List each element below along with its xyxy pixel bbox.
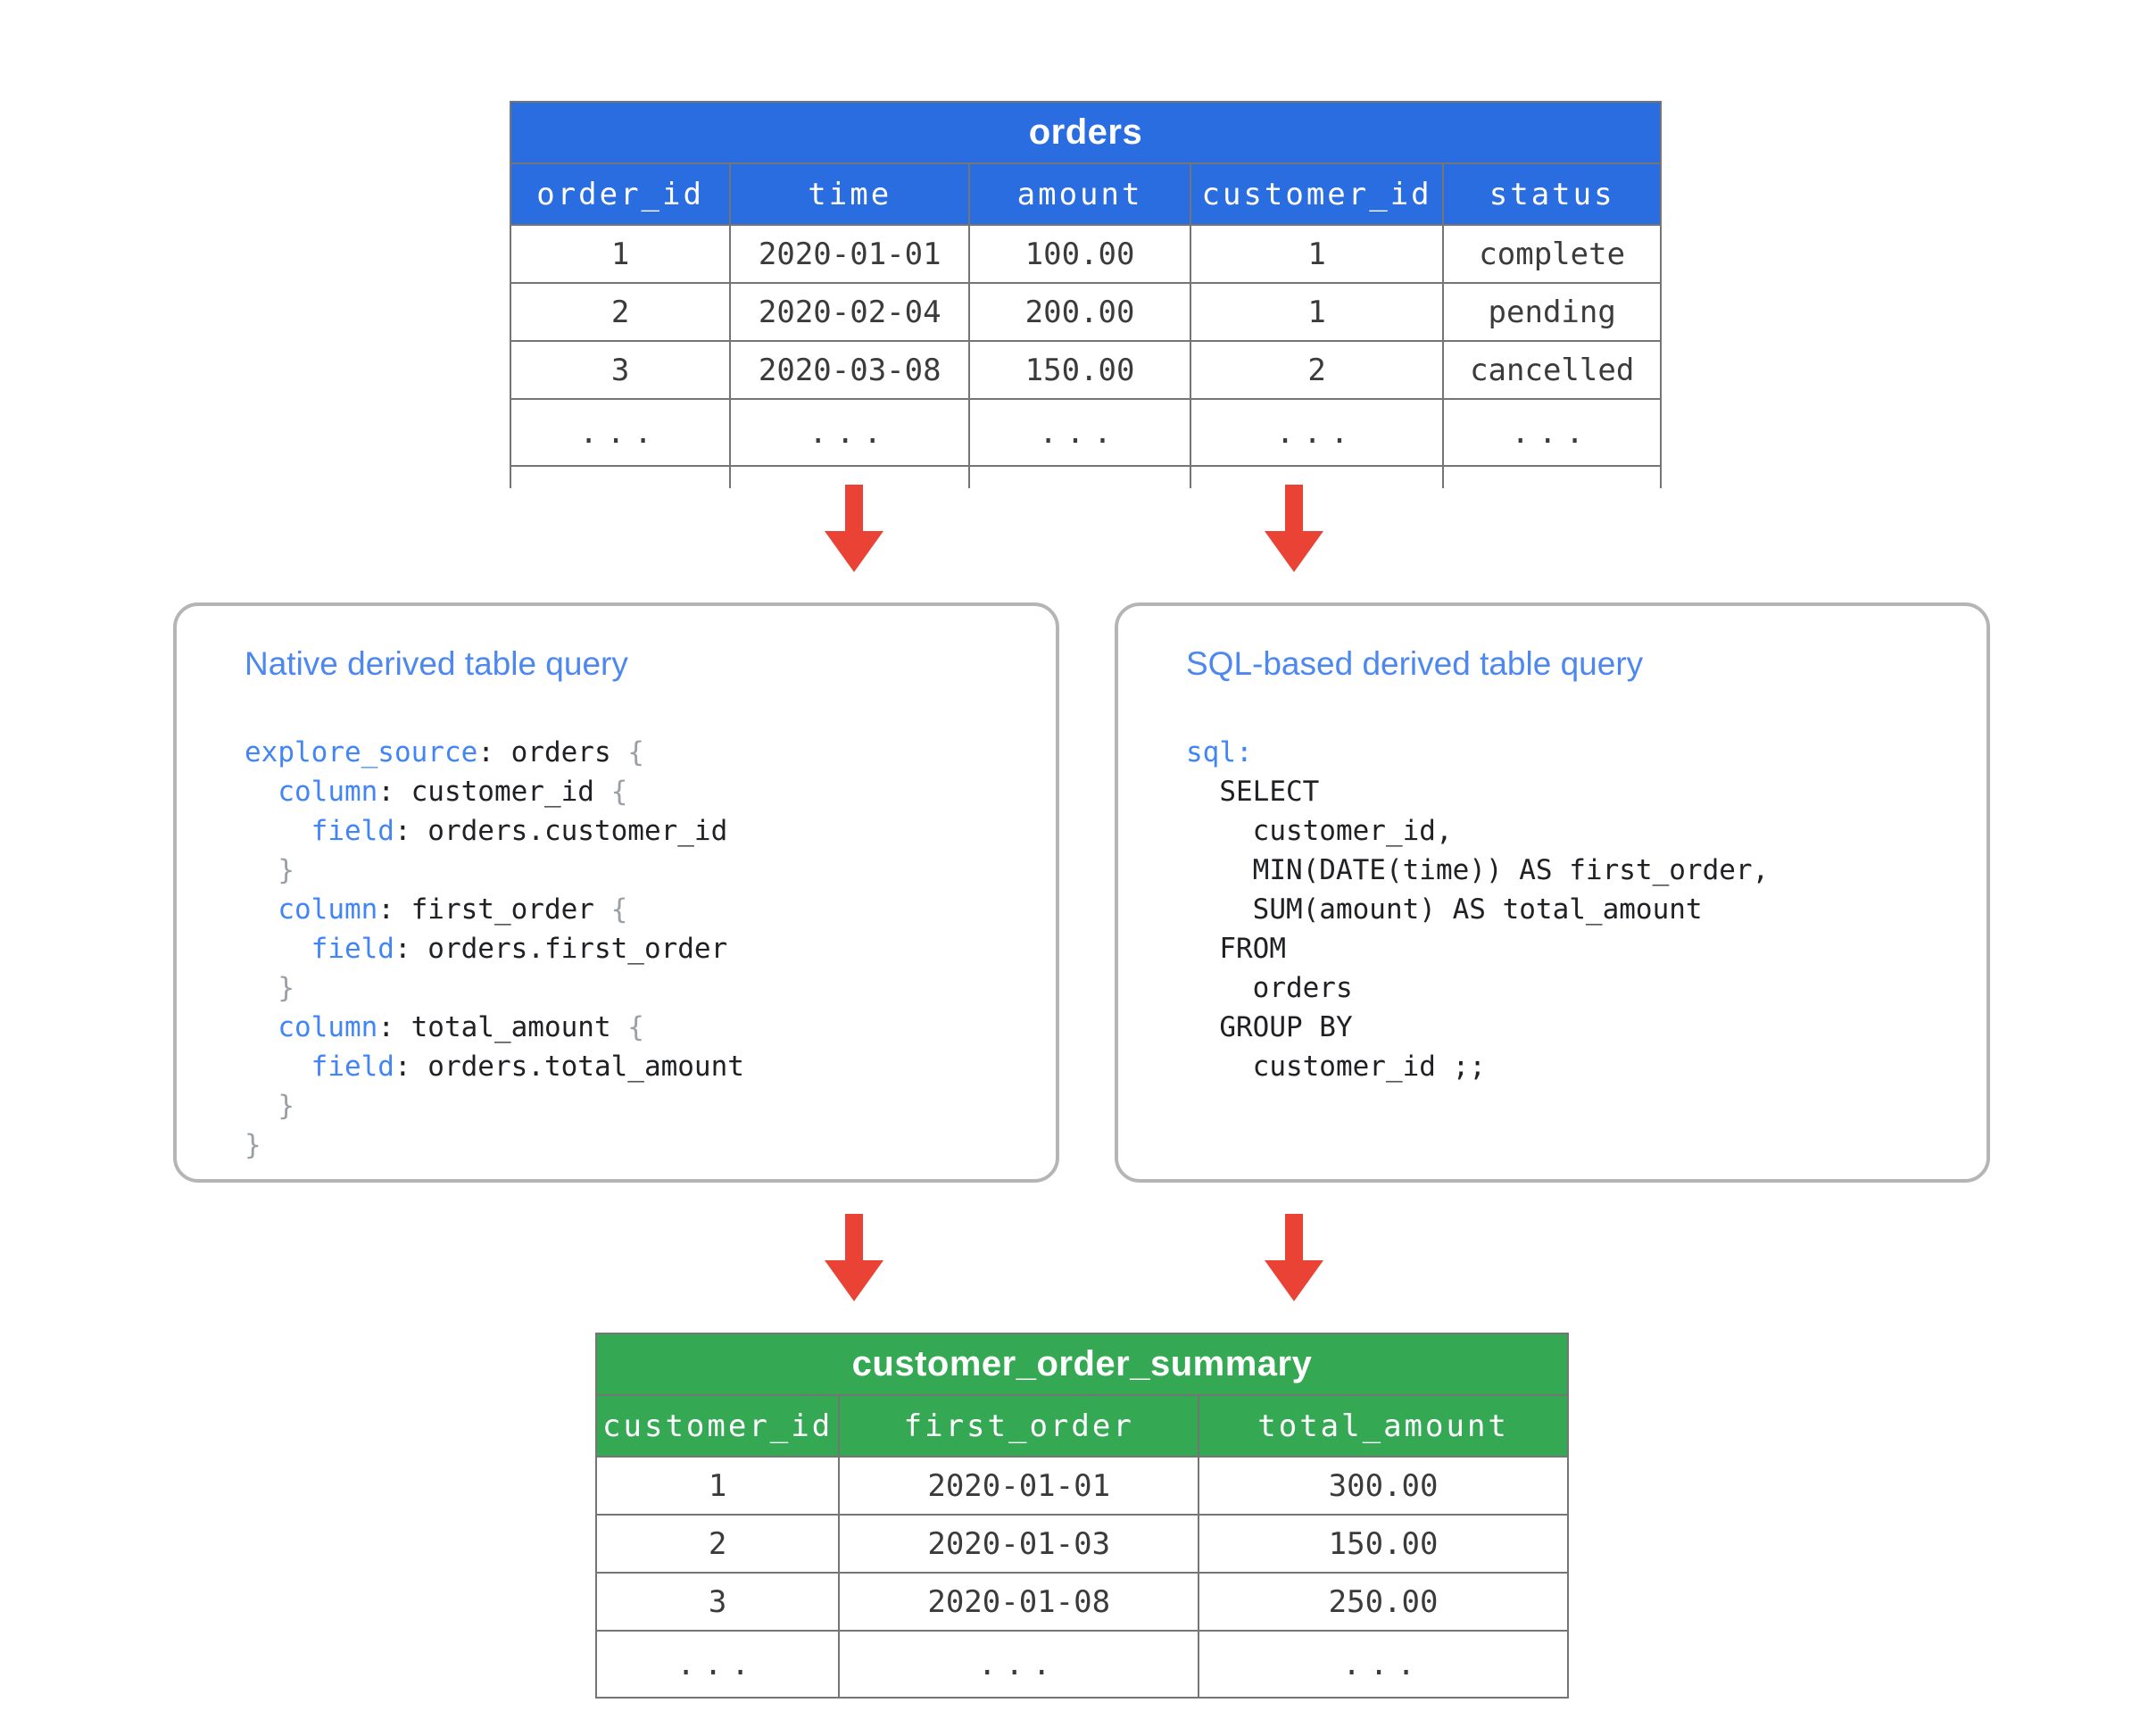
table-cell: 1 xyxy=(1189,224,1445,284)
code-line: column: customer_id { xyxy=(278,776,628,808)
table-cell: 250.00 xyxy=(1198,1572,1569,1632)
sql-query-box-title: SQL-based derived table query xyxy=(1186,645,1644,682)
down-arrow-icon xyxy=(825,485,883,572)
arrow-shaft xyxy=(1285,1214,1303,1260)
column-header: amount xyxy=(968,162,1191,226)
column-header: customer_id xyxy=(1189,162,1445,226)
table-cell: 2020-02-04 xyxy=(729,282,971,342)
table-cell: 150.00 xyxy=(968,340,1191,400)
table-title: customer_order_summary xyxy=(595,1333,1569,1396)
code-line: } xyxy=(278,1090,294,1122)
arrow-shaft xyxy=(1285,485,1303,531)
code-line: field: orders.first_order xyxy=(311,933,728,965)
ellipsis-cell: ... xyxy=(594,1630,841,1699)
code-line: } xyxy=(245,1129,261,1161)
truncated-cell xyxy=(509,465,732,488)
code-line: column: first_order { xyxy=(278,893,628,926)
table-cell: 2020-01-01 xyxy=(838,1456,1200,1516)
code-line: MIN(DATE(time)) AS first_order, xyxy=(1186,854,1770,886)
table-cell: 2020-01-03 xyxy=(838,1514,1200,1574)
table-cell: complete xyxy=(1442,224,1662,284)
code-line: field: orders.customer_id xyxy=(311,815,728,847)
code-line: SUM(amount) AS total_amount xyxy=(1186,893,1703,926)
sql-query-box: SQL-based derived table query sql: SELEC… xyxy=(1115,602,1990,1183)
column-header: total_amount xyxy=(1198,1394,1569,1458)
ellipsis-row: ......... xyxy=(594,1630,1569,1699)
code-line: sql: xyxy=(1186,736,1253,768)
truncated-row xyxy=(509,465,1662,488)
table-cell: 1 xyxy=(1189,282,1445,342)
code-line: column: total_amount { xyxy=(278,1011,644,1043)
arrow-head xyxy=(1265,531,1323,572)
table-cell: 2020-01-08 xyxy=(838,1572,1200,1632)
code-line: } xyxy=(278,972,294,1004)
arrow-head xyxy=(1265,1260,1323,1301)
down-arrow-icon xyxy=(1265,1214,1323,1301)
ellipsis-row: ............... xyxy=(509,398,1662,467)
truncated-cell xyxy=(1442,465,1662,488)
table-cell: 2 xyxy=(1189,340,1445,400)
code-line: explore_source: orders { xyxy=(245,736,644,768)
table-cell: 1 xyxy=(594,1456,841,1516)
arrow-head xyxy=(825,531,883,572)
table-cell: 200.00 xyxy=(968,282,1191,342)
code-line: SELECT xyxy=(1186,776,1320,808)
code-line: FROM xyxy=(1186,933,1286,965)
ellipsis-cell: ... xyxy=(1189,398,1445,467)
arrow-head xyxy=(825,1260,883,1301)
column-header: order_id xyxy=(509,162,732,226)
code-line: customer_id, xyxy=(1186,815,1453,847)
table-cell: pending xyxy=(1442,282,1662,342)
table-cell: cancelled xyxy=(1442,340,1662,400)
truncated-cell xyxy=(1189,465,1445,488)
sql-query-code-block: sql: SELECT customer_id, MIN(DATE(time))… xyxy=(1186,733,1919,1086)
table-cell: 2020-01-01 xyxy=(729,224,971,284)
ellipsis-cell: ... xyxy=(968,398,1191,467)
ellipsis-cell: ... xyxy=(838,1630,1200,1699)
table-cell: 300.00 xyxy=(1198,1456,1569,1516)
truncated-cell xyxy=(968,465,1191,488)
column-header: customer_id xyxy=(594,1394,841,1458)
table-title: orders xyxy=(510,101,1662,164)
table-cell: 1 xyxy=(509,224,732,284)
code-line: orders xyxy=(1186,972,1353,1004)
down-arrow-icon xyxy=(825,1214,883,1301)
code-line: } xyxy=(278,854,294,886)
ellipsis-cell: ... xyxy=(1442,398,1662,467)
native-query-box: Native derived table query explore_sourc… xyxy=(173,602,1059,1183)
column-header: first_order xyxy=(838,1394,1200,1458)
ellipsis-cell: ... xyxy=(729,398,971,467)
table-cell: 150.00 xyxy=(1198,1514,1569,1574)
down-arrow-icon xyxy=(1265,485,1323,572)
ellipsis-cell: ... xyxy=(509,398,732,467)
table-cell: 2 xyxy=(594,1514,841,1574)
column-header: time xyxy=(729,162,971,226)
native-query-code-block: explore_source: orders { column: custome… xyxy=(245,733,988,1165)
code-line: customer_id ;; xyxy=(1186,1051,1486,1083)
truncated-cell xyxy=(729,465,971,488)
table-cell: 2 xyxy=(509,282,732,342)
table-cell: 2020-03-08 xyxy=(729,340,971,400)
table-cell: 3 xyxy=(509,340,732,400)
code-line: field: orders.total_amount xyxy=(311,1051,744,1083)
arrow-shaft xyxy=(845,485,863,531)
table-cell: 3 xyxy=(594,1572,841,1632)
native-query-box-title: Native derived table query xyxy=(245,645,628,682)
arrow-shaft xyxy=(845,1214,863,1260)
table-cell: 100.00 xyxy=(968,224,1191,284)
code-line: GROUP BY xyxy=(1186,1011,1353,1043)
ellipsis-cell: ... xyxy=(1198,1630,1569,1699)
column-header: status xyxy=(1442,162,1662,226)
